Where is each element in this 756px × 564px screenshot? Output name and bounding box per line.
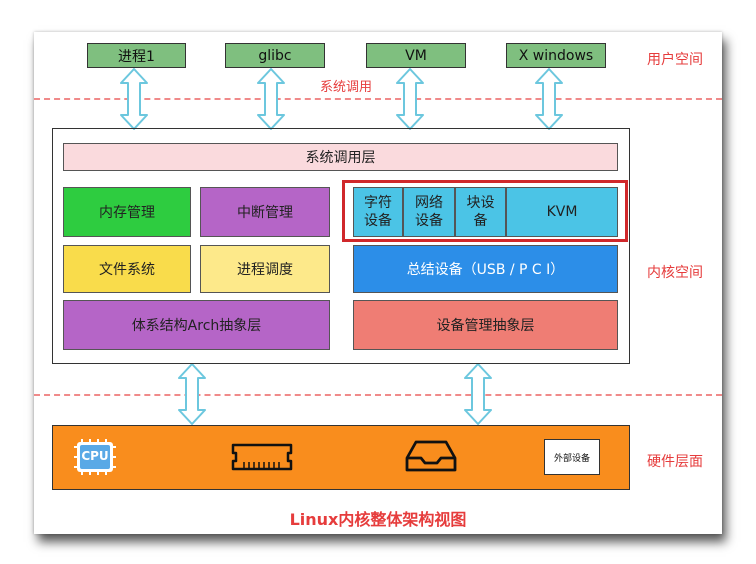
hardware-layer [52,425,630,490]
storage-tray-icon [404,438,458,474]
user-kernel-separator [34,98,722,100]
net-device: 网络 设备 [403,187,455,237]
net-device-line1: 网络 [415,195,443,211]
double-arrow-icon [178,363,206,425]
memory-module-icon [230,441,294,473]
char-device: 字符 设备 [353,187,403,237]
cpu-label: CPU [81,449,109,463]
external-device: 外部设备 [544,439,600,475]
process-scheduler: 进程调度 [200,245,330,293]
double-arrow-icon [535,68,563,130]
block-device: 块设 备 [455,187,506,237]
kernel-frame [52,128,630,364]
file-system: 文件系统 [63,245,191,293]
double-arrow-icon [464,363,492,425]
user-app-process1: 进程1 [87,43,186,68]
user-app-xwindows: X windows [506,43,606,68]
double-arrow-icon [396,68,424,130]
user-app-vm: VM [366,43,466,68]
block-device-line1: 块设 [466,195,495,211]
zone-label-kernel: 内核空间 [647,265,703,281]
memory-management: 内存管理 [63,187,191,237]
interrupt-management: 中断管理 [200,187,330,237]
arch-abstraction-layer: 体系结构Arch抽象层 [63,300,330,350]
double-arrow-icon [120,68,148,130]
cpu-icon: CPU [72,437,118,477]
zone-label-hardware: 硬件层面 [647,454,703,470]
char-device-line1: 字符 [364,195,392,211]
char-device-line2: 设备 [364,213,392,229]
highlight-box [342,180,628,242]
kernel-hardware-separator [34,394,722,396]
kvm-module: KVM [506,187,618,237]
diagram-caption: Linux内核整体架构视图 [289,510,467,529]
net-device-line2: 设备 [415,213,443,229]
user-app-glibc: glibc [225,43,325,68]
syscall-layer: 系统调用层 [63,143,618,171]
zone-label-user: 用户空间 [647,52,703,68]
double-arrow-icon [257,68,285,130]
block-device-line2: 备 [473,213,488,229]
zone-label-syscall: 系统调用 [320,80,373,95]
device-management-layer: 设备管理抽象层 [353,300,618,350]
bus-device: 总结设备（USB / P C I） [353,245,618,293]
